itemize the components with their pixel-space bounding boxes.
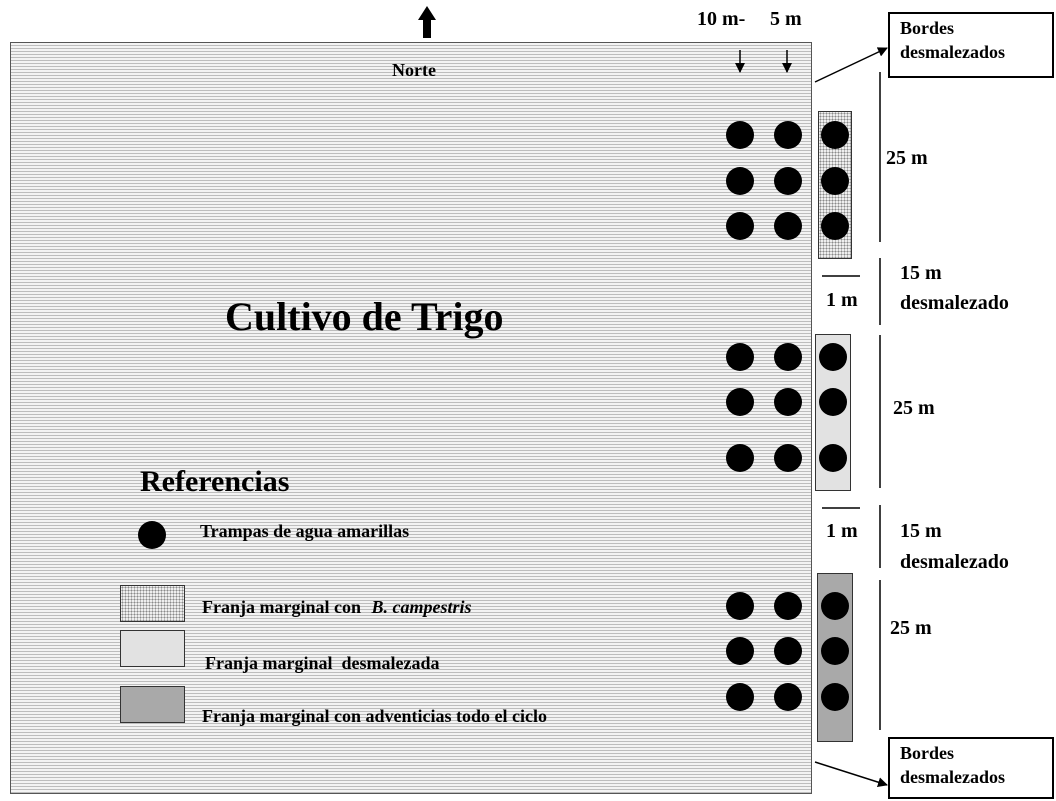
five-m-label: 5 m (770, 8, 802, 30)
legend-weeds-all-cycle-label: Franja marginal con adventicias todo el … (202, 706, 547, 726)
top-edge-line-1: Bordes (900, 18, 954, 38)
trap (774, 212, 802, 240)
trap (726, 388, 754, 416)
trap (726, 637, 754, 665)
top-edge-arrow (814, 47, 888, 83)
segment-length-2: 15 m (900, 262, 942, 284)
trap (726, 683, 754, 711)
legend-trap-icon (138, 521, 166, 549)
legend-swatch-weeded (120, 630, 185, 667)
trap (774, 343, 802, 371)
segment-gap-2: 1 m (826, 289, 858, 311)
trap (726, 167, 754, 195)
field-title: Cultivo de Trigo (225, 294, 504, 339)
trap (821, 683, 849, 711)
trap (726, 343, 754, 371)
segment-gap-4: 1 m (826, 520, 858, 542)
segment-length-1: 25 m (886, 147, 928, 169)
trap (774, 121, 802, 149)
bottom-edge-box: Bordes desmalezados (888, 737, 1054, 799)
trap (819, 343, 847, 371)
wheat-field (10, 42, 812, 794)
trap (821, 121, 849, 149)
trap (821, 637, 849, 665)
trap (726, 212, 754, 240)
top-edge-box: Bordes desmalezados (888, 12, 1054, 78)
trap (774, 388, 802, 416)
trap (726, 592, 754, 620)
trap (726, 444, 754, 472)
north-arrow-icon (418, 6, 436, 38)
bottom-edge-line-2: desmalezados (900, 767, 1005, 787)
trap (774, 444, 802, 472)
trap (821, 212, 849, 240)
segment-length-5: 25 m (890, 617, 932, 639)
segment-length-3: 25 m (893, 397, 935, 419)
top-edge-line-2: desmalezados (900, 42, 1005, 62)
trap (774, 592, 802, 620)
legend-weeded-label: Franja marginal desmalezada (205, 653, 440, 673)
legend-campestris-label: Franja marginal con B. campestris (202, 597, 472, 618)
trap (774, 637, 802, 665)
legend-title: Referencias (140, 465, 290, 498)
segment-note-2: desmalezado (900, 292, 1009, 314)
trap (821, 167, 849, 195)
legend-swatch-campestris (120, 585, 185, 622)
trap (819, 444, 847, 472)
legend-campestris-species: B. campestris (371, 597, 472, 617)
bottom-edge-line-1: Bordes (900, 743, 954, 763)
north-label: Norte (392, 60, 436, 80)
legend-swatch-weeds-all-cycle (120, 686, 185, 723)
bottom-edge-arrow (814, 761, 888, 788)
segment-note-4: desmalezado (900, 551, 1009, 573)
trap (819, 388, 847, 416)
legend-campestris-prefix: Franja marginal con (202, 597, 361, 617)
trap (774, 167, 802, 195)
trap (726, 121, 754, 149)
legend-trap-label: Trampas de agua amarillas (200, 521, 410, 541)
trap (821, 592, 849, 620)
segment-length-4: 15 m (900, 520, 942, 542)
trap (774, 683, 802, 711)
ten-m-label: 10 m- (697, 8, 746, 30)
